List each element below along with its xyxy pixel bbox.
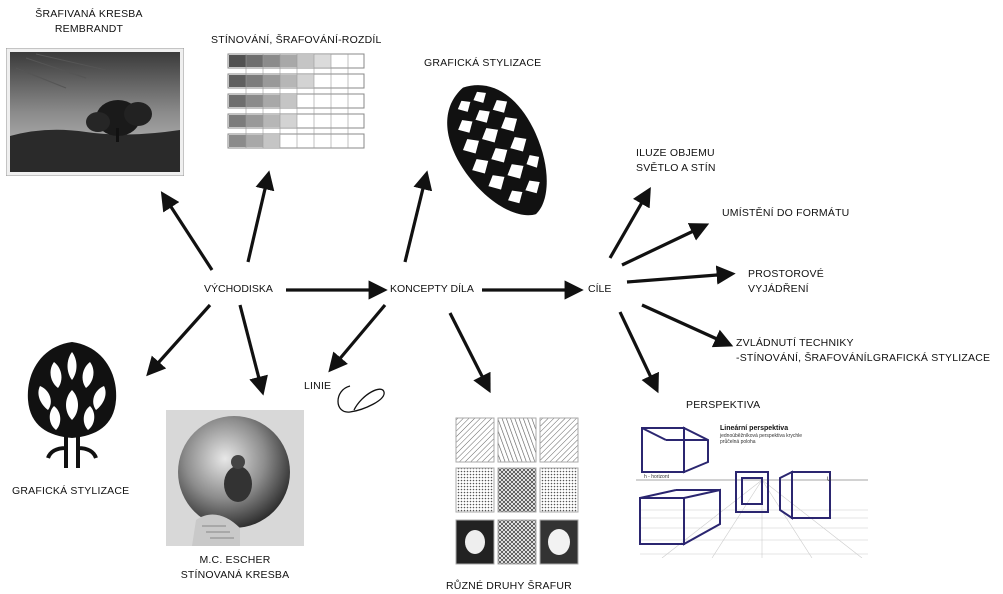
ruzne-druhy-srafur-label: RŮZNÉ DRUHY ŠRAFUR — [446, 580, 572, 592]
zvladnuti-label: ZVLÁDNUTÍ TECHNIKY -STÍNOVÁNÍ, ŠRAFOVÁNÍ… — [736, 337, 991, 364]
perspective-card: Lineární perspektiva jednoúběžníková per… — [632, 422, 868, 558]
arrow-to-iluze — [608, 187, 651, 259]
arrow-to-perspektiva — [618, 311, 659, 394]
vanishing-point-label: U — [827, 477, 832, 483]
arrow-to-ruzne — [448, 312, 491, 394]
escher-label: M.C. ESCHER STÍNOVANÁ KRESBA — [180, 554, 290, 581]
escher-sphere-image — [166, 410, 304, 546]
rembrandt-label: ŠRAFIVANÁ KRESBA REMBRANDT — [35, 8, 143, 35]
perspective-title: Lineární perspektiva — [720, 425, 789, 432]
node-koncepty-dila: KONCEPTY DÍLA — [390, 283, 474, 295]
arrow-to-umisteni — [621, 223, 710, 267]
prostorove-label: PROSTOROVÉ VYJÁDŘENÍ — [748, 268, 824, 295]
hatching-types-image — [455, 417, 579, 565]
horizon-label: h - horizont — [644, 474, 670, 480]
arrow-to-stinovani — [246, 170, 275, 263]
artichoke-stylized-image — [27, 342, 117, 468]
perspective-subtitle: jednoúběžníková perspektiva krychle průč… — [720, 433, 802, 445]
graficka-stylizace-top-label: GRAFICKÁ STYLIZACE — [424, 57, 542, 69]
iluze-objemu-label: ILUZE OBJEMU SVĚTLO A STÍN — [636, 147, 716, 174]
arrow-to-graficka-left — [146, 303, 212, 377]
arrow-to-linie — [328, 303, 387, 373]
node-cile: CÍLE — [588, 283, 612, 295]
perspective-drawing — [636, 426, 868, 558]
graficka-stylizace-left-label: GRAFICKÁ STYLIZACE — [12, 485, 130, 497]
pinecone-stylized-image — [447, 85, 547, 216]
linie-sketch — [337, 385, 385, 413]
stinovani-label: STÍNOVÁNÍ, ŠRAFOVÁNÍ-ROZDÍL — [211, 34, 382, 46]
arrow-to-zvladnuti — [641, 303, 734, 348]
node-vychodiska: VÝCHODISKA — [204, 283, 273, 295]
shading-scale-image — [227, 53, 365, 149]
arrow-to-escher — [238, 304, 268, 396]
perspektiva-label: PERSPEKTIVA — [686, 399, 761, 411]
arrow-to-prostorove — [626, 265, 736, 285]
arrow-to-rembrandt — [160, 191, 214, 271]
umisteni-label: UMÍSTĚNÍ DO FORMÁTU — [722, 207, 850, 219]
linie-label: LINIE — [304, 380, 332, 392]
arrow-to-graficka-top — [403, 170, 433, 263]
rembrandt-landscape-image — [6, 48, 184, 176]
